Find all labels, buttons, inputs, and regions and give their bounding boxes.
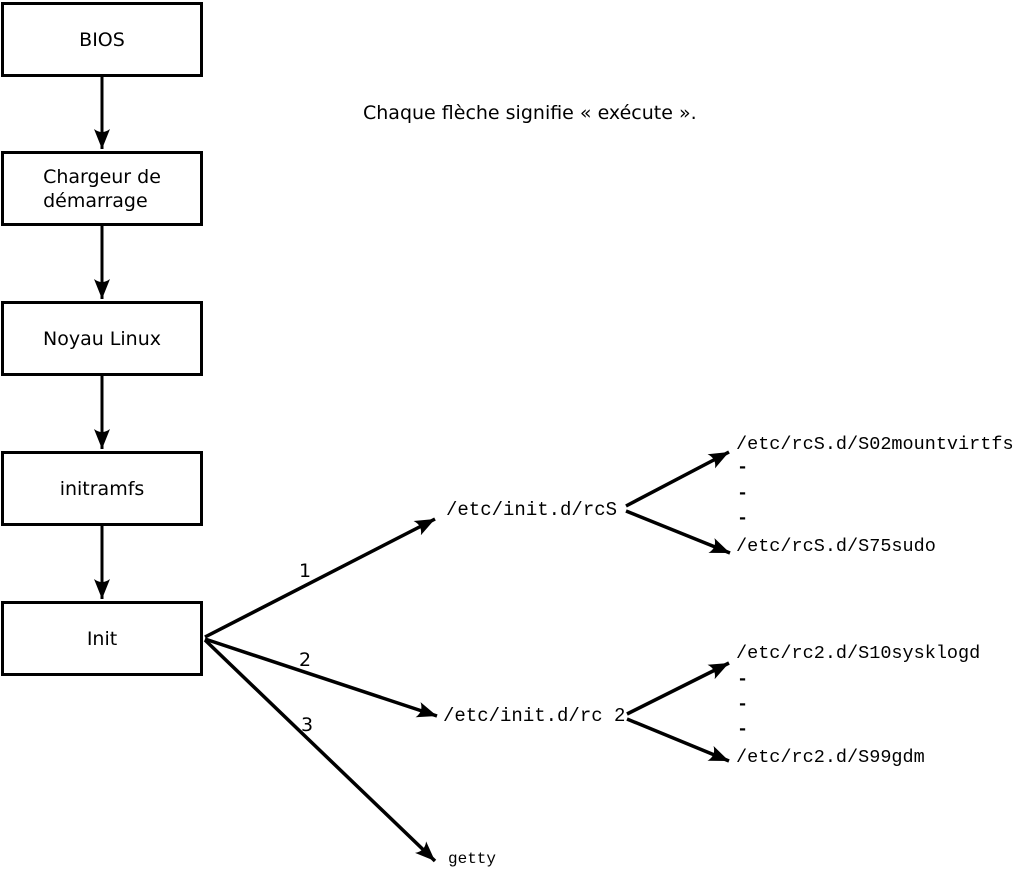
ellipsis-dash: -	[737, 483, 749, 504]
ellipsis-dash: -	[737, 719, 749, 740]
arrow-rcs-to-last-script	[625, 509, 731, 555]
arrow-rc2-to-first-script	[626, 661, 730, 716]
path-rcs-last-script: /etc/rcS.d/S75sudo	[736, 536, 936, 557]
arrow-init-to-rcs	[204, 517, 436, 639]
arrow-rc2-to-last-script	[626, 717, 730, 763]
arrow-label-2: 2	[299, 649, 312, 671]
box-noyau-label: Noyau Linux	[43, 327, 161, 350]
ellipsis-dash: -	[737, 508, 749, 529]
path-getty: getty	[448, 850, 497, 868]
box-chargeur-label: Chargeur de démarrage	[43, 165, 161, 212]
box-initramfs: initramfs	[1, 451, 203, 526]
path-rc2-last-script: /etc/rc2.d/S99gdm	[736, 747, 925, 768]
box-init-label: Init	[86, 627, 118, 650]
box-bios-label: BIOS	[79, 28, 125, 51]
diagram-caption: Chaque flèche signifie « exécute ».	[363, 102, 697, 124]
arrow-label-3: 3	[301, 714, 314, 736]
ellipsis-dash: -	[737, 457, 749, 478]
box-chargeur-de-demarrage: Chargeur de démarrage	[1, 151, 203, 226]
path-init-d-rcs: /etc/init.d/rcS	[446, 499, 618, 521]
box-init: Init	[1, 601, 203, 676]
ellipsis-dash: -	[737, 669, 749, 690]
arrow-init-to-getty	[203, 638, 437, 863]
arrow-label-1: 1	[299, 560, 312, 582]
path-init-d-rc2: /etc/init.d/rc 2	[443, 705, 626, 727]
path-rcs-first-script: /etc/rcS.d/S02mountvirtfs	[736, 434, 1014, 455]
arrow-init-to-rc2	[204, 637, 438, 718]
arrow-rcs-to-first-script	[625, 450, 730, 508]
box-bios: BIOS	[1, 2, 203, 77]
box-initramfs-label: initramfs	[59, 477, 145, 500]
path-rc2-first-script: /etc/rc2.d/S10sysklogd	[736, 643, 981, 664]
ellipsis-dash: -	[737, 694, 749, 715]
box-noyau-linux: Noyau Linux	[1, 301, 203, 376]
